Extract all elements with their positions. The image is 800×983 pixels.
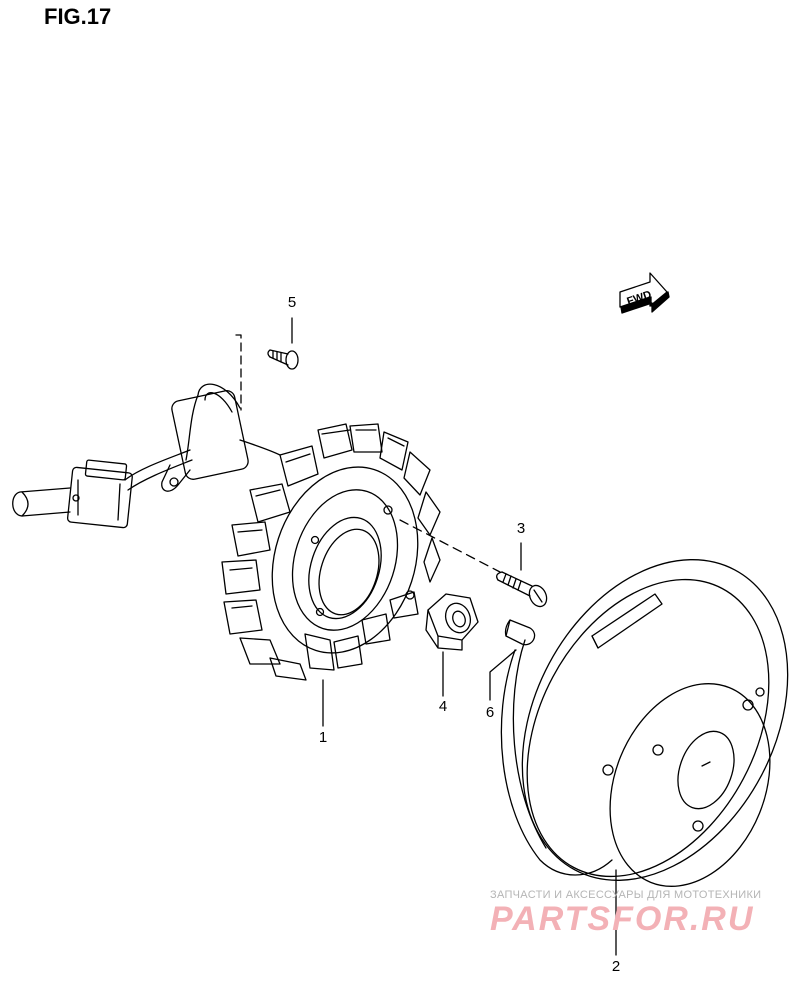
watermark-logo: PARTSFOR.RU [490, 900, 755, 938]
callout-4: 4 [438, 698, 448, 715]
wiring-harness-icon [13, 384, 280, 528]
watermark-tagline: ЗАПЧАСТИ И АКСЕССУАРЫ ДЛЯ МОТОТЕХНИКИ [490, 889, 762, 901]
callout-2: 2 [611, 958, 621, 975]
screw-icon [236, 318, 298, 410]
rotor-icon [469, 514, 800, 955]
assembly-guide-line [400, 520, 500, 572]
callout-1: 1 [318, 729, 328, 746]
callout-3: 3 [516, 520, 526, 537]
stator-icon [222, 424, 441, 726]
callout-5: 5 [287, 294, 297, 311]
fwd-arrow-icon: FWD [620, 273, 669, 313]
bolt-icon [497, 543, 550, 609]
nut-icon [426, 594, 478, 696]
key-icon [490, 620, 535, 700]
callout-6: 6 [485, 704, 495, 721]
figure-title: FIG.17 [44, 4, 112, 29]
